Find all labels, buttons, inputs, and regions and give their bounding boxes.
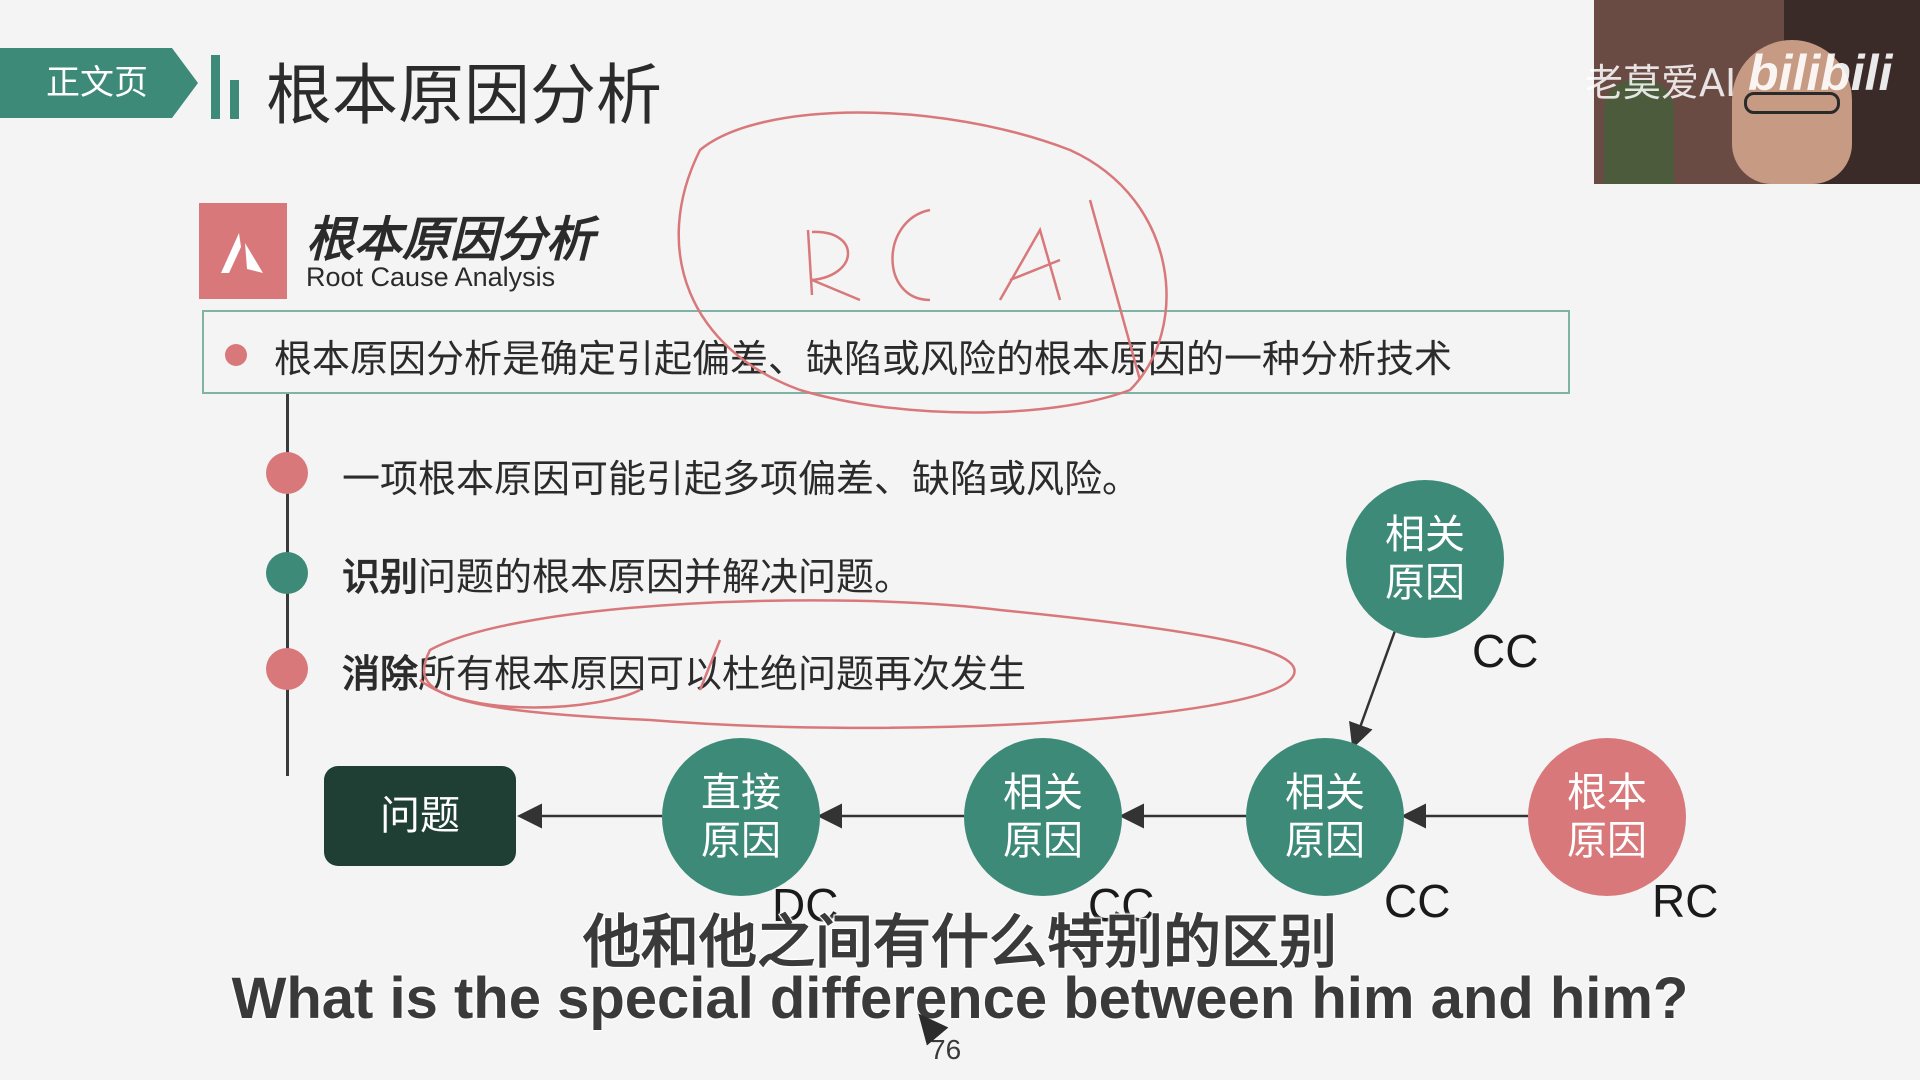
page-number: 76 — [930, 1034, 962, 1065]
section-subtitle: Root Cause Analysis — [306, 262, 556, 292]
node-label-cc: CC — [1088, 879, 1155, 931]
glasses-shape — [1744, 92, 1840, 114]
related-cause-node: 相关 原因 — [964, 738, 1122, 896]
point-text: 识别问题的根本原因并解决问题。 — [342, 555, 913, 599]
problem-box: 问题 — [324, 766, 516, 866]
timeline-dot — [266, 648, 308, 690]
node-label-cc-top: CC — [1472, 625, 1539, 677]
node-label-cc: CC — [1384, 875, 1451, 927]
page-tag: 正文页 — [0, 48, 198, 118]
root-cause-node: 根本 原因 — [1528, 738, 1686, 896]
page-title: 根本原因分析 — [266, 57, 662, 134]
related-cause-node-top: 相关 原因 — [1346, 480, 1504, 638]
timeline-dot — [266, 452, 308, 494]
section-title: 根本原因分析 — [306, 212, 595, 268]
node-label-dc: DC — [772, 879, 839, 931]
related-cause-node: 相关 原因 — [1246, 738, 1404, 896]
plant-image — [1604, 80, 1674, 184]
bilibili-logo: bilibili — [1748, 45, 1893, 101]
node-label-rc: RC — [1652, 875, 1719, 927]
definition-box: 根本原因分析是确定引起偏差、缺陷或风险的根本原因的一种分析技术 — [202, 310, 1570, 394]
subtitle-chinese: 他和他之间有什么特别的区别 — [582, 907, 1338, 977]
watermark-text: 老莫爱AI — [1585, 61, 1737, 105]
subtitle-english: What is the special difference between h… — [231, 966, 1689, 1031]
point-text: 一项根本原因可能引起多项偏差、缺陷或风险。 — [342, 457, 1141, 501]
webcam-feed — [1594, 0, 1920, 184]
point-bold: 消除 — [342, 652, 419, 696]
bullet-dot — [225, 344, 247, 366]
letter-a-logo-icon — [199, 203, 287, 299]
title-accent-bar — [211, 55, 220, 119]
timeline-dot — [266, 552, 308, 594]
point-bold: 识别 — [342, 555, 419, 599]
direct-cause-node: 直接 原因 — [662, 738, 820, 896]
title-accent-bar — [230, 80, 239, 119]
